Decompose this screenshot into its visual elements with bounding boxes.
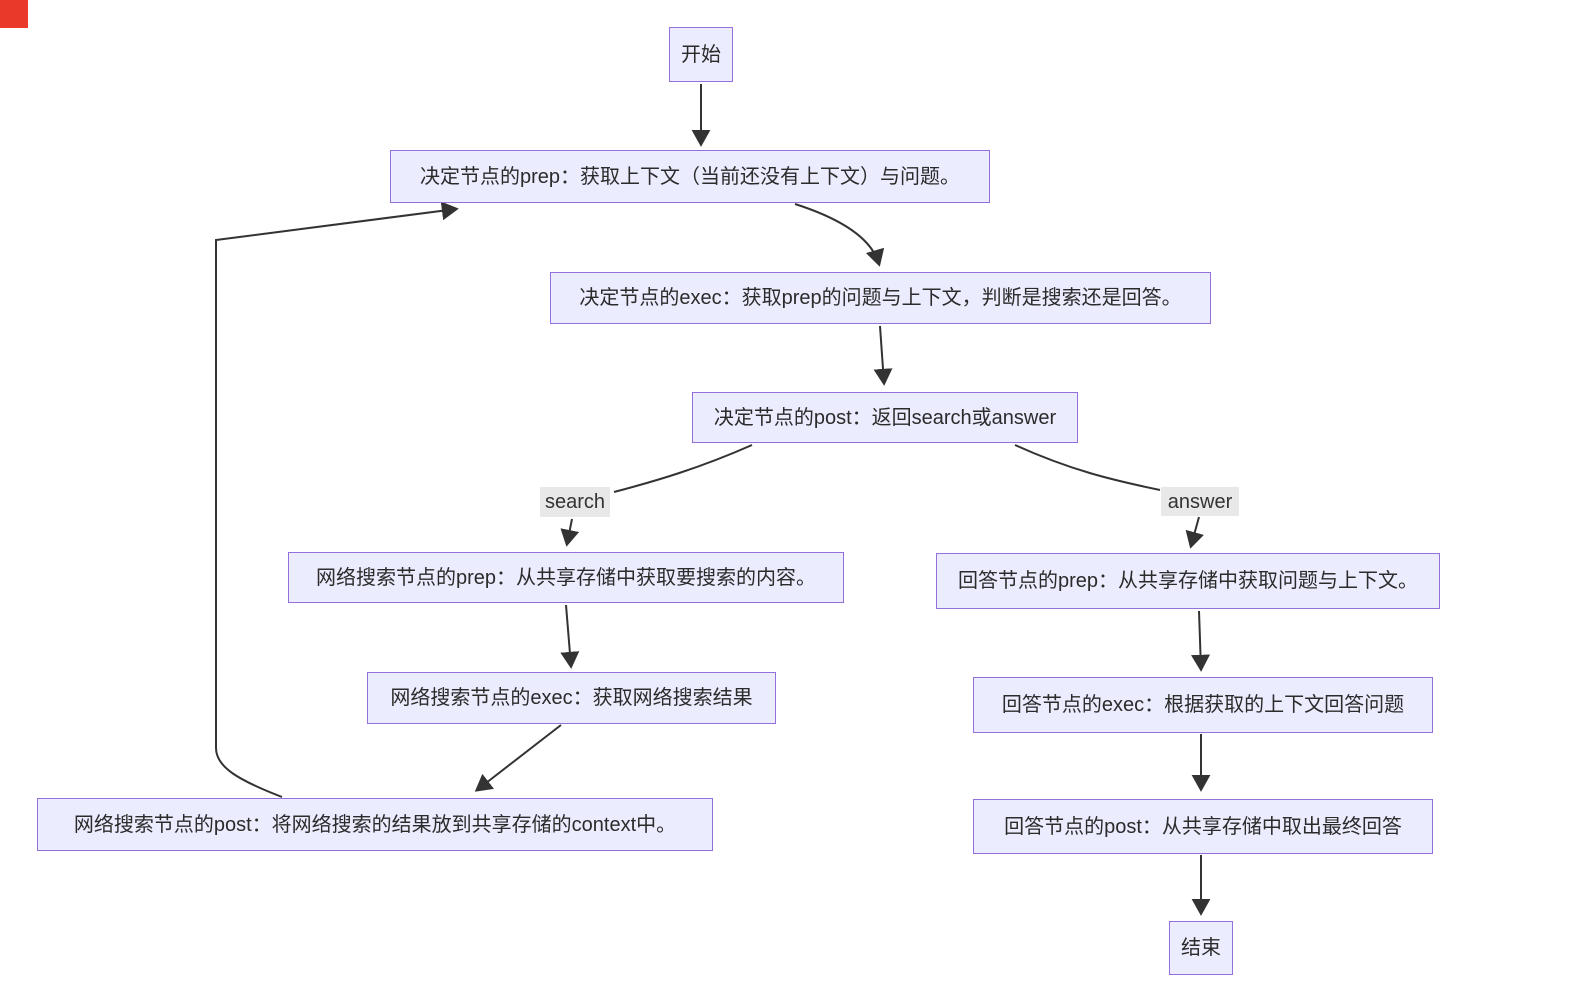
node-search-exec: 网络搜索节点的exec：获取网络搜索结果 [367, 672, 776, 724]
edge-search-post-loop-to-decide-prep [215, 201, 459, 798]
node-decide-prep: 决定节点的prep：获取上下文（当前还没有上下文）与问题。 [390, 150, 990, 203]
node-decide-exec: 决定节点的exec：获取prep的问题与上下文，判断是搜索还是回答。 [550, 272, 1211, 324]
edge-label-answer: answer [1161, 487, 1239, 516]
node-end: 结束 [1169, 921, 1233, 975]
edge-answer-label-to-answer-prep [1185, 516, 1204, 549]
node-decide-post: 决定节点的post：返回search或answer [692, 392, 1078, 443]
node-answer-exec: 回答节点的exec：根据获取的上下文回答问题 [973, 677, 1433, 733]
edge-decide-exec-to-decide-post [873, 325, 893, 386]
edge-answer-prep-to-answer-exec [1191, 610, 1211, 672]
edge-decide-post-to-search-label [613, 444, 753, 493]
edge-label-search: search [540, 487, 611, 517]
edge-decide-prep-to-decide-exec [794, 203, 885, 267]
edge-decide-post-to-answer-label [1014, 444, 1161, 491]
node-answer-prep: 回答节点的prep：从共享存储中获取问题与上下文。 [936, 553, 1440, 609]
edge-search-label-to-search-prep [560, 518, 580, 547]
node-search-prep: 网络搜索节点的prep：从共享存储中获取要搜索的内容。 [288, 552, 844, 603]
red-marker [0, 0, 28, 28]
node-answer-post: 回答节点的post：从共享存储中取出最终回答 [973, 799, 1433, 854]
edge-search-prep-to-search-exec [560, 604, 580, 669]
edge-search-exec-to-search-post [474, 724, 562, 792]
node-start: 开始 [669, 27, 733, 82]
node-search-post: 网络搜索节点的post：将网络搜索的结果放到共享存储的context中。 [37, 798, 713, 851]
